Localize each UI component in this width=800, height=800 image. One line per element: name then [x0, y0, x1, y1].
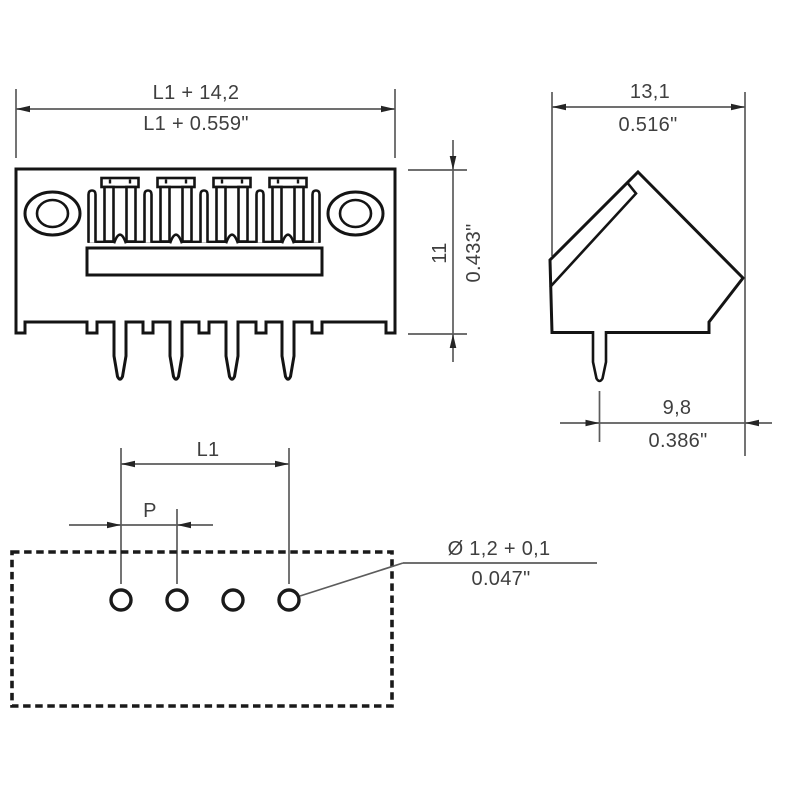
- arrowhead-left: [16, 105, 30, 113]
- arrowhead-left: [552, 103, 566, 111]
- contact-arch: [112, 233, 128, 244]
- contact-cap: [268, 176, 308, 189]
- front-height-dimension: 11 0.433": [408, 140, 485, 362]
- oval-inner: [338, 198, 373, 229]
- arrowhead-right: [275, 460, 289, 468]
- front-crossbar: [85, 246, 324, 277]
- wall-rib: [199, 189, 209, 243]
- pin-offset-metric-label: 9,8: [663, 397, 692, 419]
- contact-arch: [168, 233, 184, 244]
- side-width-dimension: 13,1 0.516": [551, 81, 746, 456]
- contact-pole-4: [268, 176, 308, 244]
- contact-pole-3: [212, 176, 252, 244]
- arrowhead-bottom: [449, 334, 457, 348]
- contact-arch: [280, 233, 296, 244]
- arrowhead-left: [121, 460, 135, 468]
- contact-leg: [181, 185, 193, 243]
- drill-hole: [221, 588, 245, 612]
- contact-leg: [103, 185, 115, 243]
- front-width-imperial-label: L1 + 0.559": [143, 113, 249, 135]
- contact-pole-2: [156, 176, 196, 244]
- side-width-metric-label: 13,1: [630, 81, 670, 103]
- contact-leg: [125, 185, 137, 243]
- pcb-length-dimension: L1: [120, 439, 290, 584]
- hole-dia-imperial-label: 0.047": [472, 568, 531, 590]
- wall-rib: [143, 189, 153, 243]
- arrowhead-right: [381, 105, 395, 113]
- pcb-outline: [10, 550, 394, 708]
- pcb-length-label: L1: [197, 439, 220, 461]
- leader-line: [299, 562, 404, 597]
- side-width-imperial-label: 0.516": [619, 114, 678, 136]
- side-housing-groove: [549, 181, 638, 288]
- drill-holes: [109, 588, 301, 612]
- drill-hole: [109, 588, 133, 612]
- contact-leg: [271, 185, 283, 243]
- arrowhead-right: [731, 103, 745, 111]
- drill-hole: [277, 588, 301, 612]
- wall-rib: [311, 189, 321, 243]
- front-height-imperial-label: 0.433": [463, 224, 485, 283]
- arrowhead-right: [177, 521, 191, 529]
- side-pin-offset-dimension: 9,8 0.386": [560, 391, 772, 452]
- contact-cap: [212, 176, 252, 189]
- arrowhead-top: [449, 156, 457, 170]
- side-solder-pin: [591, 331, 608, 383]
- hole-diameter-callout: Ø 1,2 + 0,1 0.047": [299, 538, 597, 597]
- contact-leg: [215, 185, 227, 243]
- front-width-metric-label: L1 + 14,2: [153, 82, 240, 104]
- arrowhead-left: [585, 419, 600, 427]
- contact-pole-1: [100, 176, 140, 244]
- pin-offset-imperial-label: 0.386": [649, 430, 708, 452]
- pcb-drill-view: L1 P Ø 1,2 + 0,1 0.047": [10, 439, 597, 708]
- chamber-walls: [87, 189, 321, 243]
- pcb-pitch-dimension: P: [69, 500, 213, 584]
- wall-rib: [255, 189, 265, 243]
- mounting-hole-right: [326, 190, 385, 237]
- contact-leg: [293, 185, 305, 243]
- contact-leg: [237, 185, 249, 243]
- mounting-hole-left: [23, 190, 82, 237]
- pcb-pitch-label: P: [143, 500, 157, 522]
- side-view: 13,1 0.516" 9,8 0.386": [548, 81, 772, 456]
- contact-leg: [159, 185, 171, 243]
- contact-cap: [100, 176, 140, 189]
- hole-dia-metric-label: Ø 1,2 + 0,1: [448, 538, 551, 560]
- front-height-metric-label: 11: [429, 242, 451, 263]
- front-width-dimension: L1 + 14,2 L1 + 0.559": [15, 82, 396, 158]
- contact-cap: [156, 176, 196, 189]
- contact-arch: [224, 233, 240, 244]
- drill-hole: [165, 588, 189, 612]
- arrowhead-left: [107, 521, 121, 529]
- side-housing-outline: [548, 169, 745, 334]
- arrowhead-right: [745, 419, 759, 427]
- oval-inner: [35, 198, 70, 229]
- wall-rib: [87, 189, 97, 243]
- front-view: L1 + 14,2 L1 + 0.559" 11 0.433": [14, 82, 485, 381]
